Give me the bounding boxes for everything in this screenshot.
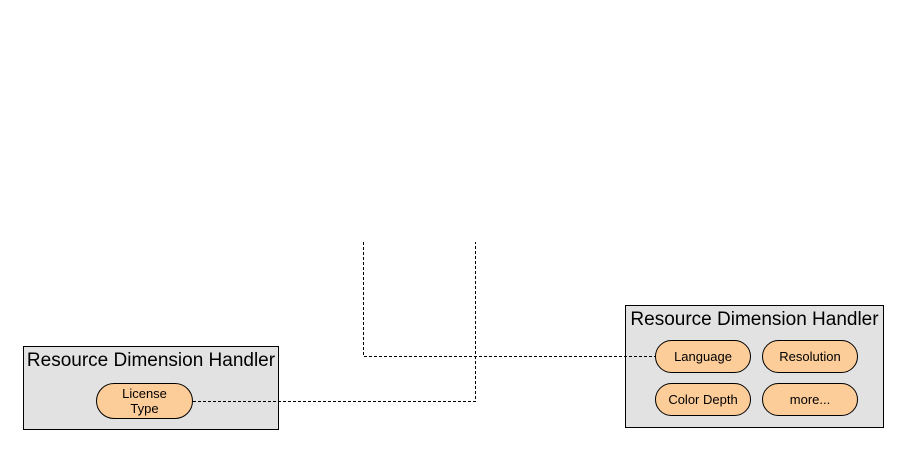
pill-language: Language bbox=[655, 340, 751, 373]
pill-color-depth: Color Depth bbox=[655, 383, 751, 416]
left-box-title: Resource Dimension Handler bbox=[26, 350, 276, 371]
pill-resolution: Resolution bbox=[762, 340, 858, 373]
right-box-title: Resource Dimension Handler bbox=[630, 309, 879, 330]
pill-more: more... bbox=[762, 383, 858, 416]
left-resource-dimension-handler-box: Resource Dimension Handler License Type bbox=[23, 346, 279, 430]
connector-top-to-language bbox=[363, 242, 655, 357]
right-resource-dimension-handler-box: Resource Dimension Handler Language Reso… bbox=[625, 305, 884, 428]
pill-license-type: License Type bbox=[96, 383, 193, 419]
